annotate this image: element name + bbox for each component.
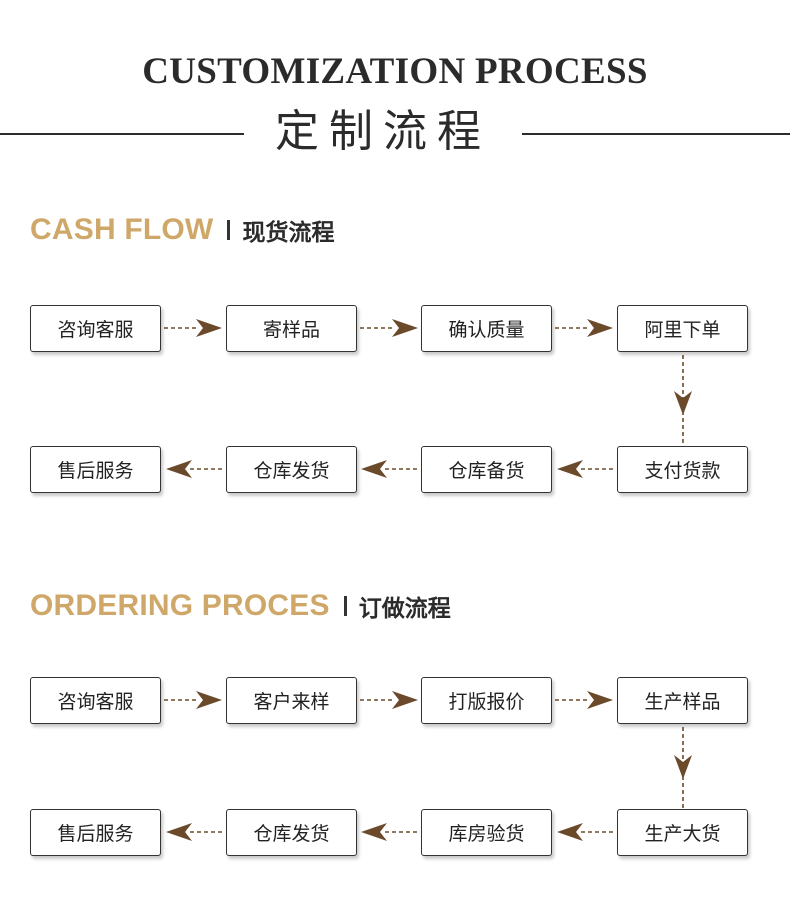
arrow-right-icon xyxy=(360,691,418,709)
divider-line-right xyxy=(522,133,790,135)
arrow-left-icon xyxy=(166,823,224,841)
arrow-right-icon xyxy=(555,319,613,337)
heading-separator xyxy=(227,220,231,240)
cash-step-confirm-quality: 确认质量 xyxy=(421,305,552,352)
order-step-inspection: 库房验货 xyxy=(421,809,552,856)
order-step-after-sales: 售后服务 xyxy=(30,809,161,856)
arrow-down-icon xyxy=(674,727,692,809)
cash-step-alibaba-order: 阿里下单 xyxy=(617,305,748,352)
arrow-right-icon xyxy=(555,691,613,709)
cash-flow-title-en: CASH FLOW xyxy=(30,213,214,246)
divider-line-left xyxy=(0,133,244,135)
main-title: CUSTOMIZATION PROCESS xyxy=(142,51,648,92)
order-step-customer-sample: 客户来样 xyxy=(226,677,357,724)
order-step-ship: 仓库发货 xyxy=(226,809,357,856)
arrow-down-icon xyxy=(674,355,692,445)
arrow-left-icon xyxy=(166,460,224,478)
order-step-mass-production: 生产大货 xyxy=(617,809,748,856)
cash-step-ship: 仓库发货 xyxy=(226,446,357,493)
arrow-right-icon xyxy=(360,319,418,337)
cash-step-stock-prep: 仓库备货 xyxy=(421,446,552,493)
order-step-consult: 咨询客服 xyxy=(30,677,161,724)
cash-step-after-sales: 售后服务 xyxy=(30,446,161,493)
arrow-right-icon xyxy=(164,691,222,709)
arrow-left-icon xyxy=(557,460,615,478)
cash-step-consult: 咨询客服 xyxy=(30,305,161,352)
ordering-title-en: ORDERING PROCES xyxy=(30,589,330,622)
ordering-heading: ORDERING PROCES 订做流程 xyxy=(30,586,451,626)
cash-step-payment: 支付货款 xyxy=(617,446,748,493)
heading-separator xyxy=(343,596,347,616)
subtitle-row: 定制流程 xyxy=(0,104,790,160)
arrow-left-icon xyxy=(361,460,419,478)
subtitle: 定制流程 xyxy=(275,106,491,157)
cash-step-send-sample: 寄样品 xyxy=(226,305,357,352)
arrow-left-icon xyxy=(361,823,419,841)
cash-flow-heading: CASH FLOW 现货流程 xyxy=(30,210,334,250)
order-step-produce-sample: 生产样品 xyxy=(617,677,748,724)
arrow-right-icon xyxy=(164,319,222,337)
arrow-left-icon xyxy=(557,823,615,841)
cash-flow-title-cn: 现货流程 xyxy=(242,220,335,246)
order-step-prototype-quote: 打版报价 xyxy=(421,677,552,724)
ordering-title-cn: 订做流程 xyxy=(358,596,451,622)
